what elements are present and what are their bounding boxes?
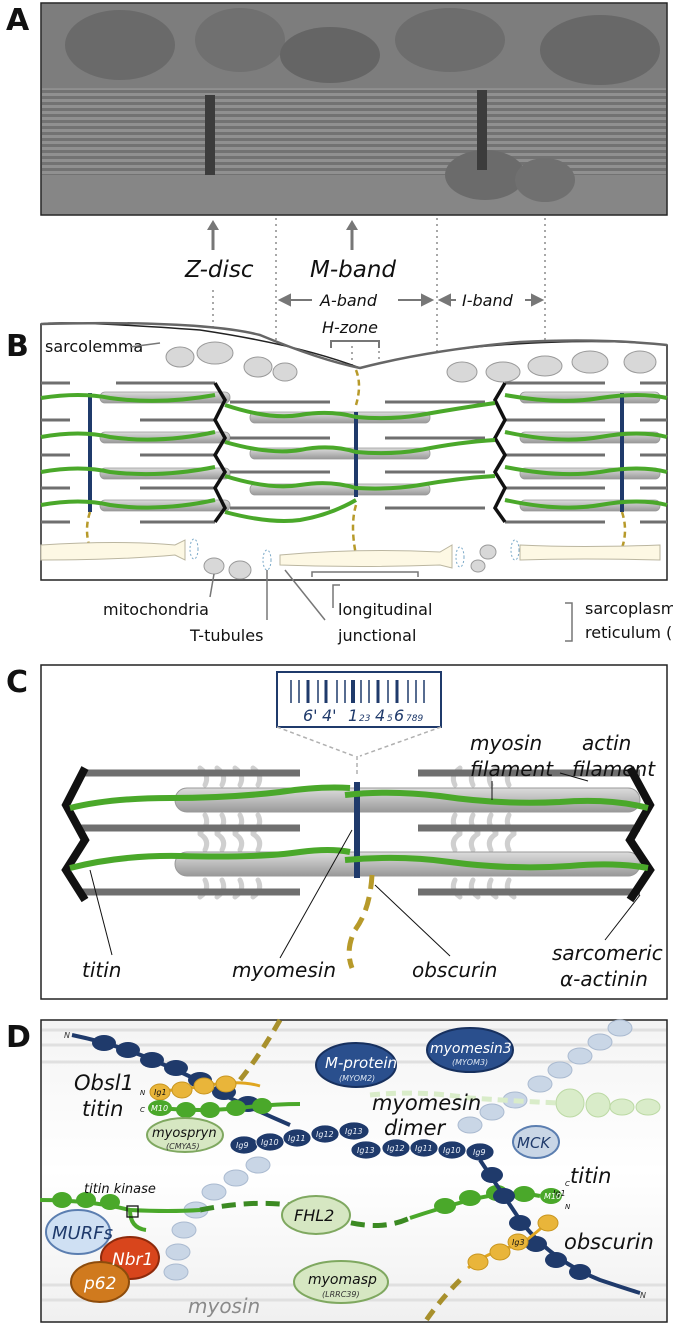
- n-bottom-label: N: [640, 1291, 646, 1300]
- panel-c-labels: myosin filament actin filament titin myo…: [82, 731, 663, 991]
- actin-filament-label-2: filament: [572, 757, 656, 781]
- mck-label: MCK: [517, 1134, 551, 1152]
- panel-d-letter: D: [6, 1020, 31, 1055]
- c-left-label: C: [140, 1106, 145, 1114]
- mitochondria-row: [165, 341, 657, 383]
- sr-label-line1: sarcoplasmic: [585, 599, 673, 618]
- inset-num-789: 789: [406, 714, 423, 724]
- b-pointers: [209, 569, 573, 642]
- aband-label: A-band: [319, 291, 378, 310]
- ig-right-5: Ig9: [473, 1148, 486, 1157]
- alpha-actinin-label: α-actinin: [560, 967, 648, 991]
- obscurin-label: obscurin: [412, 958, 497, 982]
- protein-bubbles: [45, 1027, 560, 1304]
- dimer-label: dimer: [384, 1116, 447, 1140]
- actin-filament-label-1: actin: [582, 731, 631, 755]
- lrrc39-label: (LRRC39): [322, 1290, 360, 1299]
- n-right-label: N: [565, 1203, 571, 1211]
- panel-c-sarcomere: [61, 765, 655, 969]
- micrograph: [40, 2, 668, 216]
- mitochondria-label: mitochondria: [103, 600, 209, 619]
- hzone-label: H-zone: [322, 318, 378, 337]
- obscurin-d-label: obscurin: [564, 1230, 654, 1254]
- nbr1-label: Nbr1: [112, 1250, 153, 1270]
- fhl2-label: FHL2: [294, 1206, 334, 1225]
- m-protein-label: M-protein: [325, 1054, 397, 1072]
- inset-num-6: 6: [394, 706, 404, 725]
- myomasp-label: myomasp: [308, 1272, 377, 1288]
- mband-label: M-band: [310, 257, 396, 283]
- inset-num-23: 23: [359, 714, 371, 724]
- myomesin3-label: myomesin3: [430, 1041, 512, 1057]
- panel-c-letter: C: [6, 665, 28, 700]
- ig-left-2: Ig10: [261, 1138, 279, 1147]
- n-top-label: N: [64, 1031, 70, 1040]
- ttubules-label: T-tubules: [189, 626, 263, 645]
- ig3-label: Ig3: [512, 1238, 525, 1247]
- inset-num-6p: 6': [303, 706, 318, 725]
- titin-kinase-label: titin kinase: [84, 1182, 156, 1197]
- inset-numbers: 6' 4' 1 23 4 5 6 789: [303, 706, 423, 725]
- myosin-filament-label-2: filament: [470, 757, 554, 781]
- obsl1-label: Obsl1: [74, 1071, 134, 1095]
- sr-label-line2: reticulum (SR): [585, 623, 673, 642]
- sarcomeric-label: sarcomeric: [552, 941, 663, 965]
- inset-num-4p: 4': [322, 706, 337, 725]
- cmya5-label: (CMYA5): [166, 1142, 200, 1151]
- ig-right-4: Ig10: [443, 1146, 461, 1155]
- myom2-label: (MYOM2): [339, 1074, 375, 1083]
- titin-label: titin: [82, 958, 121, 982]
- ig-left-3: Ig11: [288, 1134, 306, 1143]
- m10-right-label: M10: [544, 1192, 561, 1201]
- ig-left-4: Ig12: [316, 1130, 334, 1139]
- sarcolemma-label: sarcolemma: [45, 337, 143, 356]
- zdisc-label: Z-disc: [184, 257, 254, 283]
- panel-d-labels: N M-protein (MYOM2) myomesin3 (MYOM3) Ob…: [52, 1031, 654, 1318]
- ig-left-5: Ig13: [345, 1127, 363, 1136]
- ig1-right-label: Ig1: [553, 1189, 566, 1198]
- m-band-inset: [276, 671, 442, 728]
- myom3-label: (MYOM3): [452, 1058, 488, 1067]
- titin-right-label: titin: [570, 1164, 611, 1188]
- panel-b-letter: B: [6, 329, 29, 364]
- titin-left-label: titin: [82, 1097, 123, 1121]
- myomesin-label: myomesin: [232, 958, 336, 982]
- panel-a-letter: A: [6, 3, 30, 38]
- p62-label: p62: [83, 1274, 116, 1294]
- up-arrows: [207, 220, 358, 250]
- inset-num-4: 4: [375, 706, 385, 725]
- inset-zoom-lines: [276, 726, 442, 777]
- c-right-label: C: [565, 1180, 570, 1188]
- inset-num-5: 5: [387, 714, 393, 724]
- myomesin-d-label: myomesin: [372, 1091, 481, 1115]
- longitudinal-label: longitudinal: [338, 600, 432, 619]
- n-left-label: N: [140, 1089, 146, 1097]
- panel-b-lattice: [40, 369, 668, 556]
- ig-right-3: Ig11: [415, 1144, 433, 1153]
- myospryn-label: myospryn: [152, 1126, 217, 1141]
- murfs-label: MURFs: [52, 1223, 113, 1244]
- ig1-label: Ig1: [154, 1088, 167, 1097]
- ig-left-1: Ig9: [236, 1141, 249, 1150]
- m10-label: M10: [151, 1104, 168, 1113]
- aband-arrows: [277, 293, 545, 307]
- sr-network: [40, 538, 661, 580]
- ig-right-2: Ig12: [387, 1144, 405, 1153]
- panel-c-pointers: [89, 772, 641, 959]
- myosin-filament-label-1: myosin: [470, 731, 542, 755]
- iband-label: I-band: [462, 291, 514, 310]
- sarcolemma-pointer: [129, 342, 161, 348]
- inset-num-1: 1: [348, 706, 358, 725]
- myosin-d-label: myosin: [188, 1294, 260, 1318]
- hzone-bracket: [330, 340, 380, 348]
- panel-d-molecules: [39, 1018, 661, 1324]
- ig-right-1: Ig13: [357, 1146, 375, 1155]
- junctional-label: junctional: [337, 626, 416, 645]
